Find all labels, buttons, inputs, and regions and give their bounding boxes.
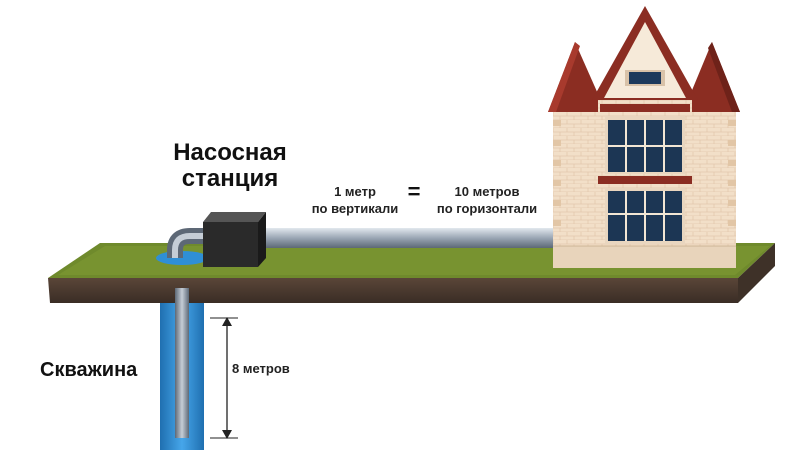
supply-pipe bbox=[258, 228, 558, 248]
equals-sign: = bbox=[407, 179, 421, 204]
well-label: Скважина bbox=[40, 359, 138, 381]
pump-station-box bbox=[203, 222, 258, 267]
soil-slab bbox=[48, 278, 738, 303]
vertical-distance-label: 1 метр по вертикали bbox=[300, 183, 410, 217]
vertical-label-line1: 1 метр bbox=[334, 184, 376, 199]
pump-station-label-line2: станция bbox=[181, 165, 279, 192]
horizontal-label-line2: по горизонтали bbox=[436, 201, 538, 216]
vertical-label-line2: по вертикали bbox=[311, 201, 399, 216]
horizontal-label-line1: 10 метров bbox=[454, 184, 520, 199]
pump-station-top bbox=[203, 212, 266, 222]
horizontal-distance-label: 10 метров по горизонтали bbox=[422, 183, 552, 217]
pump-station-label: Насосная станция bbox=[150, 140, 310, 192]
pump-station-label-line1: Насосная bbox=[173, 139, 287, 166]
well-pipe bbox=[175, 288, 189, 438]
depth-label: 8 метров bbox=[232, 361, 290, 376]
soil-side bbox=[738, 243, 775, 303]
pump-station-side bbox=[258, 212, 266, 267]
house bbox=[548, 6, 740, 268]
